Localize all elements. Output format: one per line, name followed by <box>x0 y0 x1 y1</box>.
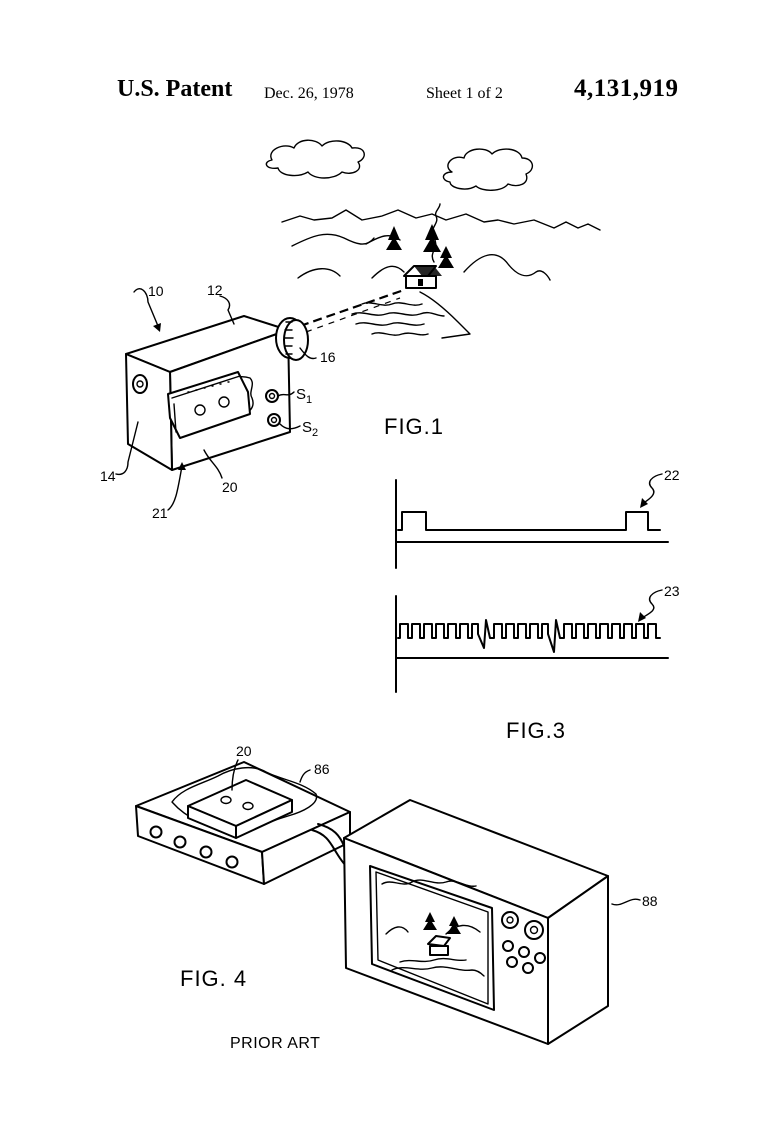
fig1-leader-20 <box>203 449 223 479</box>
fig1-ref-20: 20 <box>222 479 238 495</box>
fig3-leader-23 <box>641 589 663 619</box>
fig1-light-beam-lower <box>305 297 401 333</box>
fig3-arrow-23 <box>638 612 646 622</box>
fig1-ref-21: 21 <box>152 505 168 521</box>
fig1-leader-12 <box>219 295 235 325</box>
fig3-waveform-22 <box>397 511 661 531</box>
fig1-ref-10: 10 <box>148 283 164 299</box>
fig4-leader-86 <box>299 769 311 783</box>
fig4-ref-86: 86 <box>314 761 330 777</box>
fig1-leader-16 <box>299 347 317 360</box>
fig1-tree-2 <box>423 224 441 252</box>
fig1-ref-s2: S2 <box>302 419 318 439</box>
fig1-smoke <box>431 203 441 263</box>
fig3-axis-lower <box>395 595 669 693</box>
fig1-cloud-left <box>265 139 365 179</box>
fig1-leader-14 <box>115 421 139 476</box>
fig1-leader-21 <box>167 465 183 511</box>
fig1-hill-right <box>463 254 551 281</box>
fig1-mountain-ridge <box>281 209 601 231</box>
fig1-leader-10 <box>133 288 159 327</box>
fig4-leader-88 <box>611 898 641 906</box>
fig1-hill-lower <box>297 268 341 279</box>
fig3-ref-22: 22 <box>664 467 680 483</box>
fig1-drawing: 10 12 16 14 20 21 S1 S2 FIG.1 <box>100 139 601 521</box>
fig1-leader-s2 <box>279 423 301 430</box>
fig4-drawing: 20 86 <box>135 743 658 1052</box>
fig3-arrow-22 <box>640 498 648 508</box>
fig3-waveform-23 <box>397 619 661 653</box>
fig1-ref-16: 16 <box>320 349 336 365</box>
fig1-tree-1 <box>386 226 402 250</box>
fig3-drawing: 22 23 FIG.3 <box>395 467 680 743</box>
fig1-arrow-21 <box>178 462 186 470</box>
fig3-leader-22 <box>641 473 663 505</box>
fig1-leader-s1 <box>277 391 295 397</box>
fig1-camera <box>125 315 309 471</box>
fig1-cabin <box>403 265 442 289</box>
fig1-cloud-right <box>442 148 533 191</box>
patent-header-date: Dec. 26, 1978 <box>264 85 354 102</box>
patent-header-number: 4,131,919 <box>574 75 679 102</box>
patent-header-title: U.S. Patent <box>117 76 233 102</box>
fig1-lake <box>351 291 471 339</box>
fig1-caption: FIG.1 <box>384 414 444 439</box>
fig3-ref-23: 23 <box>664 583 680 599</box>
fig4-player-deck <box>135 761 355 885</box>
fig1-tree-3 <box>438 246 454 268</box>
fig4-caption: FIG. 4 <box>180 966 247 991</box>
fig4-prior-art-label: PRIOR ART <box>230 1035 320 1052</box>
fig3-caption: FIG.3 <box>506 718 566 743</box>
fig1-ref-12: 12 <box>207 282 223 298</box>
fig4-ref-88: 88 <box>642 893 658 909</box>
fig1-arrow-10 <box>153 323 161 332</box>
fig4-television <box>343 799 609 1045</box>
fig1-ref-s1: S1 <box>296 386 312 406</box>
fig4-leader-20 <box>231 759 239 791</box>
fig4-ref-20: 20 <box>236 743 252 759</box>
patent-header-sheet: Sheet 1 of 2 <box>426 85 503 102</box>
fig3-axis-upper <box>395 479 669 569</box>
fig1-hill-left <box>291 233 375 247</box>
fig1-light-beam <box>299 288 405 328</box>
fig1-hill-far <box>371 265 405 279</box>
fig1-ref-14: 14 <box>100 468 116 484</box>
